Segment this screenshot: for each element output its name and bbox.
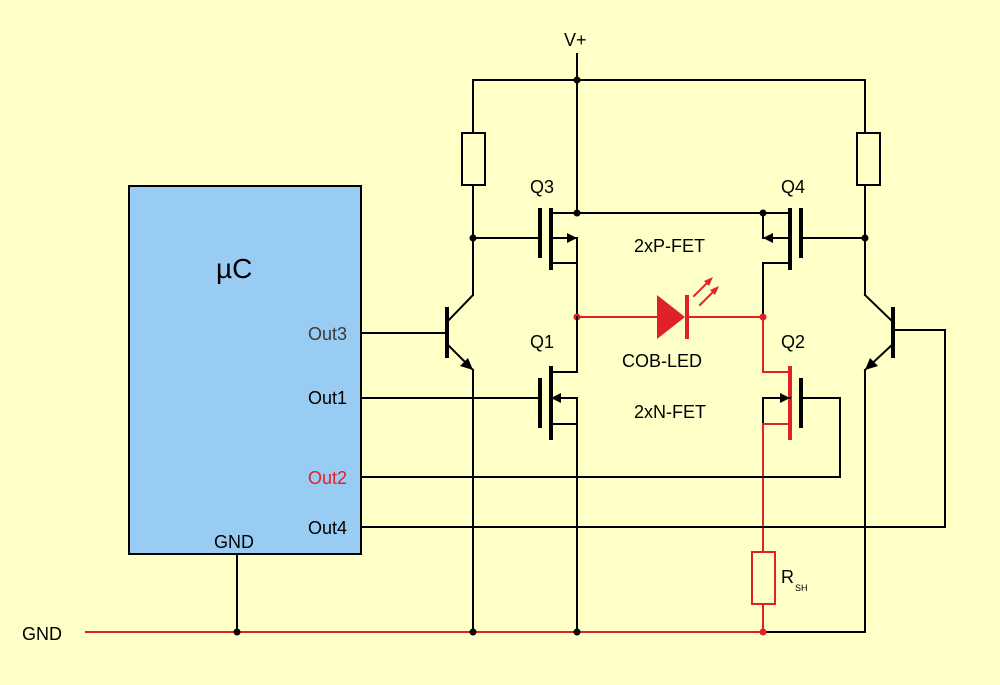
left-bipolar-transistor	[360, 293, 475, 633]
nfet-note: 2xN-FET	[634, 402, 706, 422]
pin-out4-label: Out4	[308, 518, 347, 538]
q2-nfet: Q2	[762, 316, 841, 553]
right-pullup-resistor	[856, 132, 881, 296]
q3-pfet: Q3	[472, 177, 581, 318]
microcontroller-label: µC	[216, 253, 252, 284]
left-pullup-resistor	[461, 132, 486, 296]
q1-nfet: Q1	[360, 316, 578, 633]
q4-pfet: Q4	[576, 177, 866, 318]
shunt-resistor: R SH	[751, 551, 808, 633]
pfet-note: 2xP-FET	[634, 236, 705, 256]
gnd-rail: GND	[22, 553, 866, 644]
vplus-rail: V+	[472, 30, 866, 214]
gnd-label: GND	[22, 624, 62, 644]
cob-led: COB-LED	[573, 277, 767, 371]
q2-label: Q2	[781, 332, 805, 352]
pin-out3-label: Out3	[308, 324, 347, 344]
shunt-label-subscript: SH	[795, 583, 808, 593]
q3-label: Q3	[530, 177, 554, 197]
microcontroller-body	[128, 185, 362, 555]
cob-led-label: COB-LED	[622, 351, 702, 371]
vplus-label: V+	[564, 30, 587, 50]
pin-gnd-label: GND	[214, 532, 254, 552]
q4-label: Q4	[781, 177, 805, 197]
shunt-label: R	[781, 567, 794, 587]
pin-out1-label: Out1	[308, 388, 347, 408]
q1-label: Q1	[530, 332, 554, 352]
pin-out2-label: Out2	[308, 468, 347, 488]
microcontroller: µC Out3 Out1 Out2 Out4 GND	[128, 185, 362, 555]
right-bipolar-transistor	[863, 293, 946, 633]
control-lines	[360, 476, 946, 528]
